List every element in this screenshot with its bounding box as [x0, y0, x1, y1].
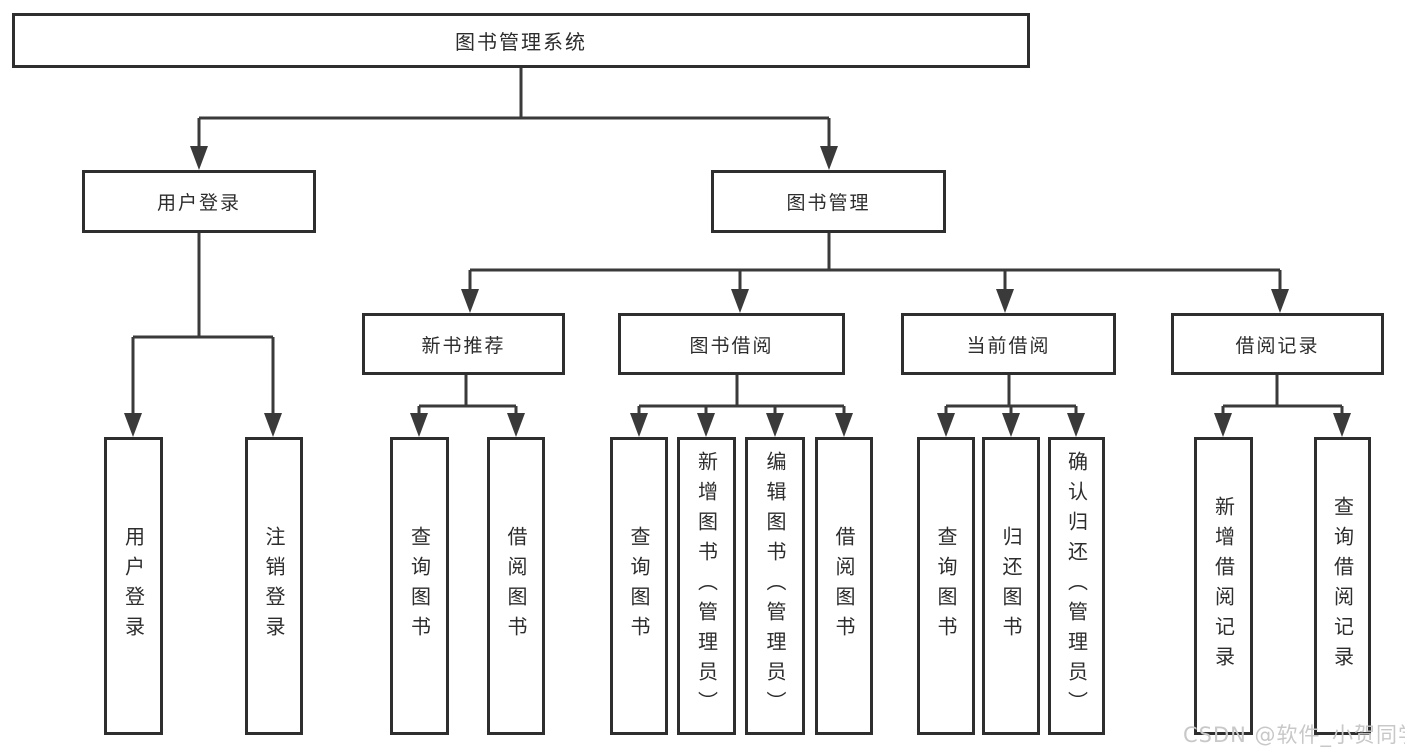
- leaf-add-books-admin: 新增图书（管理员）: [677, 437, 736, 735]
- csdn-watermark: CSDN @软件_小贺同学: [1183, 723, 1405, 747]
- node-library-management-system: 图书管理系统: [12, 13, 1030, 68]
- node-label: 当前借阅: [966, 334, 1051, 357]
- node-label: 新增借阅记录: [1211, 496, 1236, 676]
- leaf-borrow-books: 借阅图书: [815, 437, 873, 735]
- node-label: 查询图书: [407, 526, 432, 646]
- node-label: 确认归还（管理员）: [1064, 451, 1089, 721]
- leaf-user-login: 用户登录: [104, 437, 163, 735]
- node-label: 用户登录: [121, 526, 146, 646]
- node-new-book-recommend: 新书推荐: [362, 313, 565, 375]
- node-book-borrow: 图书借阅: [618, 313, 845, 375]
- node-label: 新书推荐: [421, 334, 506, 357]
- node-label: 新增图书（管理员）: [694, 451, 719, 721]
- node-label: 借阅图书: [504, 526, 528, 646]
- node-label: 编辑图书（管理员）: [763, 451, 787, 721]
- node-label: 查询借阅记录: [1330, 496, 1355, 676]
- node-borrow-records: 借阅记录: [1171, 313, 1384, 375]
- node-label: 注销登录: [262, 526, 286, 646]
- node-label: 借阅图书: [832, 526, 856, 646]
- leaf-confirm-return-admin: 确认归还（管理员）: [1048, 437, 1105, 735]
- node-label: 查询图书: [934, 526, 958, 646]
- leaf-edit-books-admin: 编辑图书（管理员）: [745, 437, 805, 735]
- leaf-borrow-books-recommend: 借阅图书: [487, 437, 545, 735]
- leaf-add-borrow-record: 新增借阅记录: [1194, 437, 1253, 735]
- node-label: 查询图书: [627, 526, 651, 646]
- leaf-query-books-recommend: 查询图书: [390, 437, 449, 735]
- node-label: 图书管理系统: [455, 30, 587, 54]
- node-user-login-branch: 用户登录: [82, 170, 316, 233]
- node-label: 图书借阅: [689, 334, 774, 357]
- node-label: 归还图书: [999, 526, 1023, 646]
- leaf-query-borrow-record: 查询借阅记录: [1314, 437, 1371, 735]
- node-current-borrow: 当前借阅: [901, 313, 1116, 375]
- node-label: 借阅记录: [1235, 334, 1320, 357]
- leaf-query-books-borrow: 查询图书: [610, 437, 668, 735]
- node-book-management-branch: 图书管理: [711, 170, 946, 233]
- leaf-query-books-current: 查询图书: [917, 437, 975, 735]
- node-label: 图书管理: [786, 192, 871, 214]
- leaf-return-books: 归还图书: [982, 437, 1040, 735]
- leaf-logout: 注销登录: [245, 437, 303, 735]
- node-label: 用户登录: [156, 192, 241, 214]
